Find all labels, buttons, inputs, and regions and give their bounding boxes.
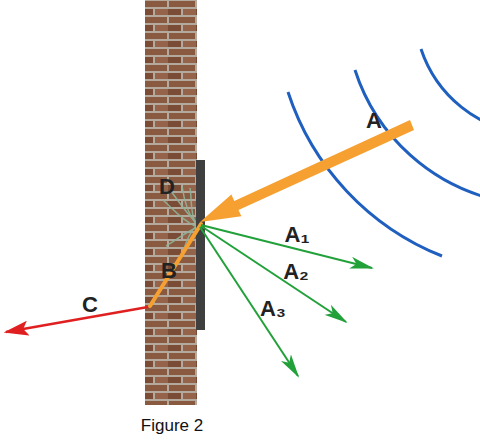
brick-wall xyxy=(145,0,197,405)
callout-letter: D xyxy=(159,176,175,198)
scattered-arrows xyxy=(200,225,372,376)
transmitted-line xyxy=(150,224,201,306)
callout-letter: B xyxy=(161,260,177,282)
callout-letter: C xyxy=(82,294,98,316)
incident-arrow xyxy=(200,120,414,222)
wave-fronts xyxy=(288,49,480,256)
figure-caption: Figure 2 xyxy=(141,417,203,434)
callout-letter: A xyxy=(366,110,382,132)
exit-arrow xyxy=(6,307,148,332)
plate xyxy=(196,160,205,330)
callout-letter: A₁ xyxy=(285,224,310,246)
callout-letter: A₂ xyxy=(283,261,309,283)
callout-letter: A₃ xyxy=(260,298,286,320)
